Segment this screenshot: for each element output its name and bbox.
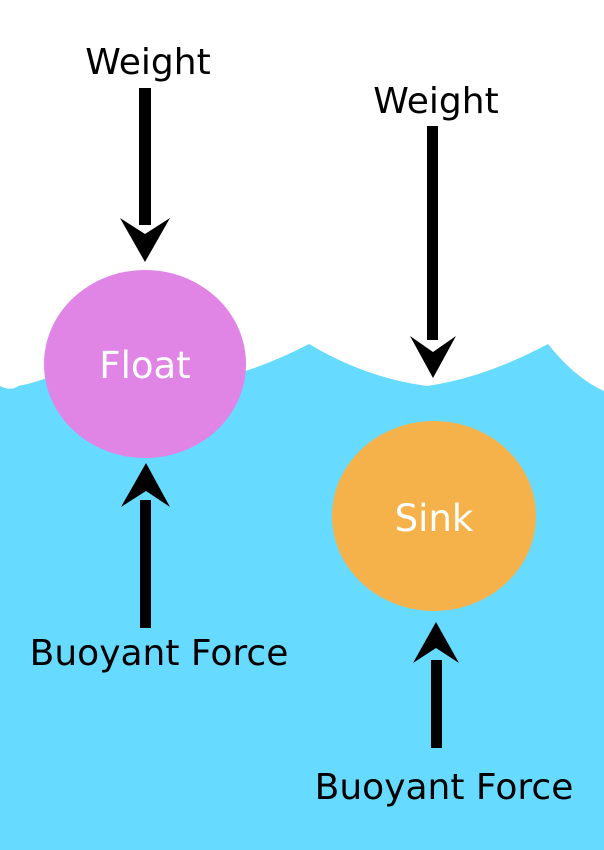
arrow-shaft bbox=[140, 500, 151, 628]
sink-buoyant-label: Buoyant Force bbox=[315, 767, 574, 808]
arrow-head-down bbox=[410, 336, 456, 378]
sink-weight-label: Weight bbox=[373, 81, 498, 122]
float-ball-label: Float bbox=[99, 344, 190, 387]
arrow-shaft bbox=[139, 88, 151, 225]
sink-weight-arrow bbox=[410, 126, 456, 378]
sink-buoyant-arrow bbox=[413, 622, 459, 748]
arrow-head-down bbox=[120, 218, 170, 262]
arrow-shaft bbox=[431, 660, 442, 748]
sink-object: Sink bbox=[332, 421, 536, 611]
float-buoyant-arrow bbox=[121, 463, 170, 628]
sink-ball-label: Sink bbox=[395, 497, 474, 540]
sink-ball bbox=[332, 421, 536, 611]
arrow-head-up bbox=[413, 622, 459, 663]
float-object: Float bbox=[44, 270, 246, 458]
float-weight-arrow bbox=[120, 88, 170, 262]
arrow-head-up bbox=[121, 463, 170, 507]
float-ball bbox=[44, 270, 246, 458]
arrow-shaft bbox=[427, 126, 438, 340]
float-weight-label: Weight bbox=[85, 42, 210, 83]
float-buoyant-label: Buoyant Force bbox=[30, 633, 289, 674]
